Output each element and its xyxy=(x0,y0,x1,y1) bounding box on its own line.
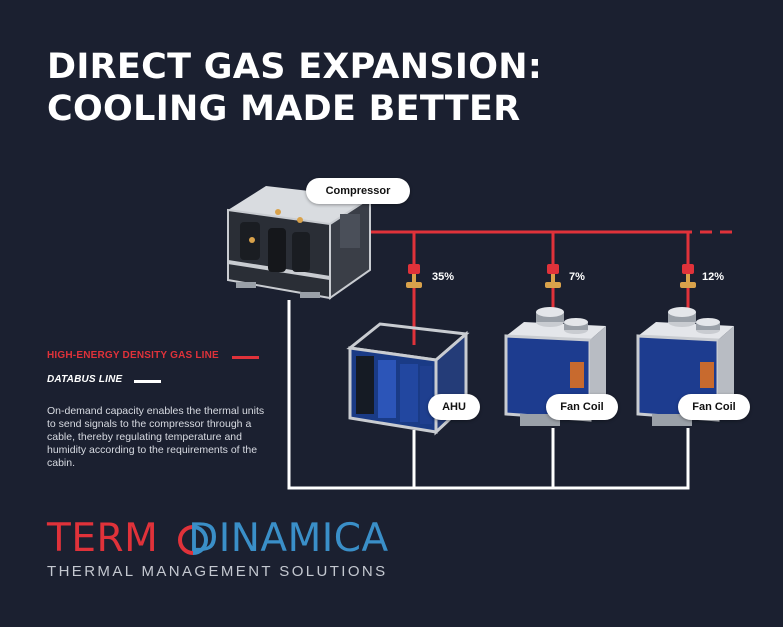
brand-logo-ring-icon xyxy=(178,525,208,555)
page-title: DIRECT GAS EXPANSION: COOLING MADE BETTE… xyxy=(47,46,542,130)
fan-coil-label-2: Fan Coil xyxy=(678,394,750,420)
title-line-1: DIRECT GAS EXPANSION: xyxy=(47,47,543,87)
legend-databus-line-swatch xyxy=(134,380,161,383)
databus-main xyxy=(287,300,690,490)
expansion-valve-icon-3 xyxy=(680,264,696,288)
brand-tagline: THERMAL MANAGEMENT SOLUTIONS xyxy=(47,563,388,580)
brand-name-part-1: TERM xyxy=(47,516,159,561)
legend-gas-line-swatch xyxy=(232,356,259,359)
valve-label-2: 7% xyxy=(569,271,585,283)
legend-databus-line-label: DATABUS LINE xyxy=(47,374,123,385)
databus-lines xyxy=(287,300,690,490)
ahu-label: AHU xyxy=(428,394,480,420)
description-text: On-demand capacity enables the thermal u… xyxy=(47,405,265,469)
compressor-unit xyxy=(227,186,371,300)
fan-coil-unit-1 xyxy=(504,307,606,426)
expansion-valve-icon-2 xyxy=(545,264,561,288)
legend-gas-line-label: HIGH-ENERGY DENSITY GAS LINE xyxy=(47,350,219,361)
title-line-2: COOLING MADE BETTER xyxy=(47,89,521,129)
valve-label-3: 12% xyxy=(702,271,725,283)
compressor-label: Compressor xyxy=(306,178,410,204)
brand-name-part-2: DINAMICA xyxy=(188,516,389,561)
brand-logo: TERM DINAMICA xyxy=(47,517,389,561)
expansion-valve-icon-1 xyxy=(406,264,422,288)
valve-label-1: 35% xyxy=(432,271,455,283)
fan-coil-label-1: Fan Coil xyxy=(546,394,618,420)
